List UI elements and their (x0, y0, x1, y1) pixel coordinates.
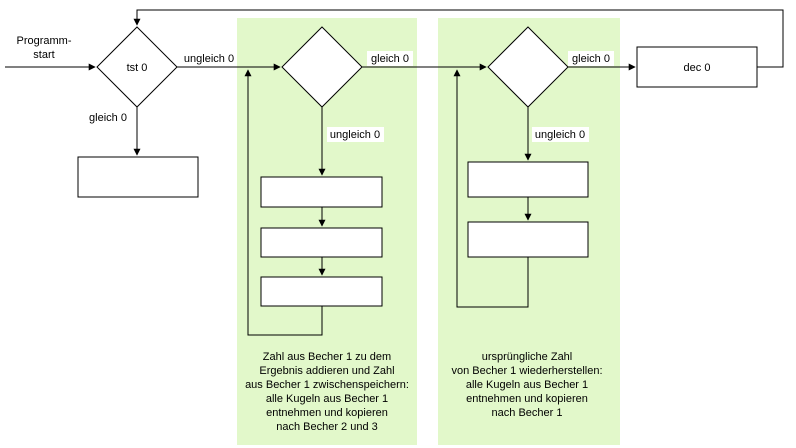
process-box-dec0-label: dec 0 (684, 62, 711, 74)
region1-note-line4: alle Kugeln aus Becher 1 (266, 393, 388, 405)
edge-label-d2-right: gleich 0 (371, 53, 409, 65)
decision-tst0-label: tst 0 (127, 62, 148, 74)
process-box-2 (260, 227, 383, 258)
decision-3 (487, 26, 569, 108)
region2-note-line5: nach Becher 1 (492, 407, 563, 419)
decision-2 (281, 26, 363, 108)
connector-region2-loop-back (453, 69, 529, 308)
connector-region1-loop-back (244, 69, 323, 336)
edge-label-d1-right: ungleich 0 (184, 53, 234, 65)
region2-note-line3: alle Kugeln aus Becher 1 (466, 379, 588, 391)
region1-note-line2: Ergebnis addieren und Zahl (259, 365, 394, 377)
region1-note-line3: aus Becher 1 zwischenspeichern: (245, 379, 409, 391)
program-start-label-line1: Programm- (16, 35, 71, 47)
region2-note-line4: entnehmen und kopieren (466, 393, 588, 405)
region1-note: Zahl aus Becher 1 zu dem Ergebnis addier… (245, 351, 409, 433)
region1-note-line6: nach Becher 2 und 3 (276, 421, 378, 433)
connector-feedback-loop (133, 9, 784, 68)
edge-label-d2-down: ungleich 0 (330, 129, 380, 141)
edge-label-d1-down: gleich 0 (89, 112, 127, 124)
process-box-1 (260, 176, 383, 208)
edge-label-bg-d2-right (367, 51, 413, 66)
region1-note-line5: entnehmen und kopieren (266, 407, 388, 419)
process-box-dec0 (636, 46, 758, 88)
edge-label-bg-d3-right (568, 51, 614, 66)
edge-label-bg-d3-down (532, 127, 589, 142)
region2-note-line2: von Becher 1 wiederherstellen: (451, 365, 602, 377)
region2-note: ursprüngliche Zahl von Becher 1 wiederhe… (451, 351, 602, 419)
edge-label-d3-down: ungleich 0 (535, 129, 585, 141)
program-start-label-line2: start (33, 49, 54, 61)
process-box-5 (467, 221, 589, 258)
process-box-end (77, 156, 199, 198)
process-box-4 (467, 161, 589, 198)
decision-tst0 (96, 26, 178, 108)
region1-note-line1: Zahl aus Becher 1 zu dem (263, 351, 391, 363)
edge-label-bg-d2-down (327, 127, 384, 142)
edge-label-d3-right: gleich 0 (572, 53, 610, 65)
process-box-3 (260, 276, 383, 307)
region2-note-line1: ursprüngliche Zahl (482, 351, 573, 363)
